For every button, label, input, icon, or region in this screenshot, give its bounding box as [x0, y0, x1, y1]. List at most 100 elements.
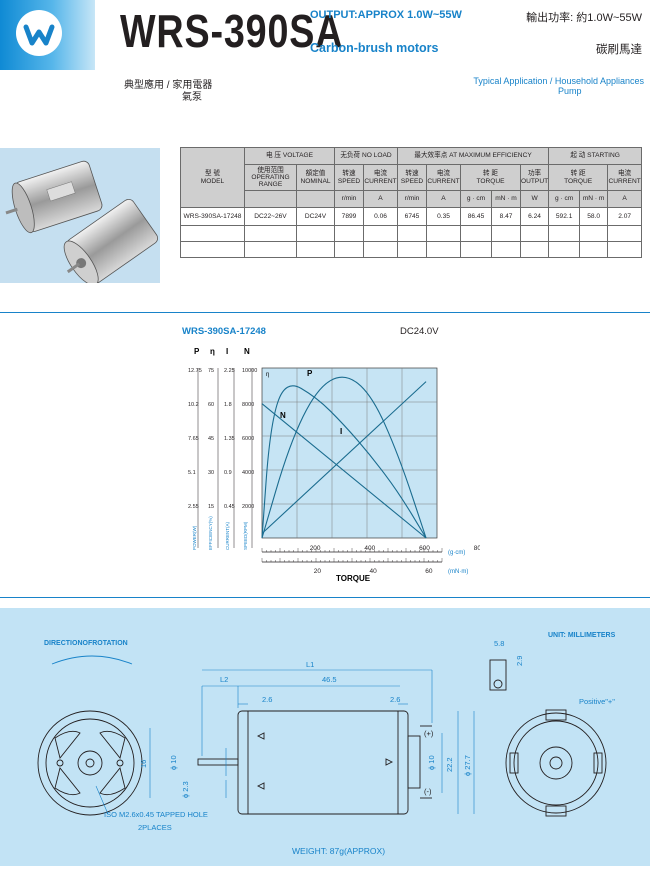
operating-range-en1: OPERATING [251, 173, 290, 181]
torque-zh: 转 距 [482, 170, 499, 178]
operating-range-en2: RANGE [258, 181, 283, 189]
table-cell [579, 225, 609, 242]
left-tick-label-p: 12.75 [188, 368, 202, 374]
unit-cell: A [363, 190, 398, 208]
table-cell [460, 241, 492, 258]
axis-label-efficiency: EFFICIENCY(%) [208, 516, 213, 550]
model-header-en: MODEL [200, 177, 225, 185]
axis-label-current: CURRENT(A) [225, 522, 230, 550]
current-en: CURRENT [608, 177, 641, 185]
unit-cell-empty [296, 190, 335, 208]
x-tick-label-gcm: 600 [419, 545, 430, 552]
nominal-zh: 額定值 [305, 170, 326, 178]
table-cell [334, 241, 364, 258]
unit-cell: W [519, 190, 550, 208]
table-cell: 7899 [334, 207, 364, 226]
dim-2-9: 2.9 [515, 656, 524, 666]
table-cell: DC24V [296, 207, 335, 226]
x-unit-gcm: (g·cm) [448, 550, 465, 556]
current-zh: 电流 [436, 170, 451, 178]
subtitle-zh: 碳刷馬達 [596, 44, 642, 56]
dim-phi-10-shaft: ϕ 10 [169, 755, 178, 770]
table-cell: 592.1 [548, 207, 581, 226]
side-view [197, 710, 432, 815]
dim-16: 16 [139, 760, 148, 768]
w-logo-icon [23, 24, 55, 46]
table-cell [180, 241, 245, 258]
table-cell: 2.07 [607, 207, 643, 226]
table-units-row: r/min A r/min A g · cm mN · m W g · cm m… [181, 190, 643, 208]
table-cell: 86.45 [460, 207, 492, 226]
curve-label-n: N [280, 411, 286, 420]
unit-cell: g · cm [460, 190, 492, 208]
table-cell [519, 225, 550, 242]
operating-range-zh: 使用范围 [257, 166, 284, 174]
places-label: 2PLACES [138, 823, 172, 832]
speed-en: SPEED [400, 177, 424, 185]
left-tick-label-eta: 60 [208, 402, 214, 408]
chart-title: WRS-390SA-17248 [182, 326, 266, 337]
table-cell [607, 225, 643, 242]
left-tick-label-p: 5.1 [188, 470, 196, 476]
efficiency-group-header: 最大效率点 AT MAXIMUM EFFICIENCY [396, 147, 550, 165]
direction-of-rotation-label: DIRECTIONOFROTATION [44, 640, 128, 647]
curve-label-eta: η [266, 372, 269, 378]
rotation-arrow-icon [51, 655, 133, 665]
table-cell [491, 225, 521, 242]
application-zh-line2: 氣泵 [182, 92, 202, 103]
axis-label-power: POWER(W) [192, 525, 197, 550]
section-divider [0, 312, 650, 313]
x-tick-label-gcm: 800 [474, 545, 480, 552]
dim-phi-27-7: ϕ 27.7 [463, 755, 472, 776]
left-tick-label-p: 10.2 [188, 402, 199, 408]
current-zh: 电流 [618, 170, 632, 178]
unit-cell: mN · m [491, 190, 521, 208]
terminal-plus-label: (+) [424, 729, 434, 738]
dimension-drawing-svg: L1 L2 46.5 2.6 2.6 16 ϕ 10 ϕ 2.3 ϕ 10 22… [37, 639, 607, 817]
torque-zh: 转 距 [570, 170, 586, 178]
table-cell [296, 241, 335, 258]
left-tick-label-i: 0.45 [224, 504, 235, 510]
left-axis-ticks: 12.7510.27.655.12.5575604530152.251.81.3… [188, 368, 257, 548]
current-en: CURRENT [427, 177, 460, 185]
logo-banner [0, 0, 95, 70]
torque-en: TORQUE [476, 177, 505, 185]
series-line-i [261, 381, 427, 534]
output-power-zh: 輸出功率: 約1.0W~55W [526, 12, 642, 24]
dim-2-6-right: 2.6 [390, 695, 400, 704]
left-tick-label-i: 0.9 [224, 470, 232, 476]
unit-label: UNIT: MILLIMETERS [548, 632, 616, 639]
speed-zh: 转速 [405, 170, 419, 178]
unit-cell: A [607, 190, 643, 208]
terminal-minus-label: (-) [424, 787, 432, 796]
x-tick-label-mnm: 40 [370, 568, 378, 575]
table-cell [579, 241, 609, 258]
application-zh-line1: 典型應用 / 家用電器 [124, 80, 213, 91]
table-cell [397, 241, 427, 258]
left-tick-label-eta: 45 [208, 436, 214, 442]
dim-l2: L2 [220, 675, 228, 684]
table-cell: WRS-390SA-17248 [180, 207, 245, 226]
axis-head-eta: η [210, 347, 215, 356]
dimension-lines [95, 669, 475, 815]
subtitle-en: Carbon-brush motors [310, 41, 439, 55]
table-cell: 58.0 [579, 207, 609, 226]
x-axis-title: TORQUE [336, 574, 371, 583]
application-en-line1: Typical Application / Household Applianc… [473, 76, 644, 86]
dim-phi-2-3: ϕ 2.3 [181, 781, 190, 798]
operating-range-header: 使用范围 OPERATING RANGE [244, 164, 297, 191]
spec-table: 型 號 MODEL 电 压 VOLTAGE 无负荷 NO LOAD 最大效率点 … [180, 147, 643, 258]
table-cell: 0.06 [363, 207, 398, 226]
unit-cell: mN · m [579, 190, 609, 208]
table-cell [244, 241, 297, 258]
left-tick-label-p: 2.55 [188, 504, 199, 510]
product-photo [0, 148, 160, 286]
table-cell: 0.35 [426, 207, 461, 226]
left-tick-label-n: 4000 [242, 470, 254, 476]
chart-curves [261, 376, 427, 539]
nominal-header: 額定值 NOMINAL [296, 164, 335, 191]
